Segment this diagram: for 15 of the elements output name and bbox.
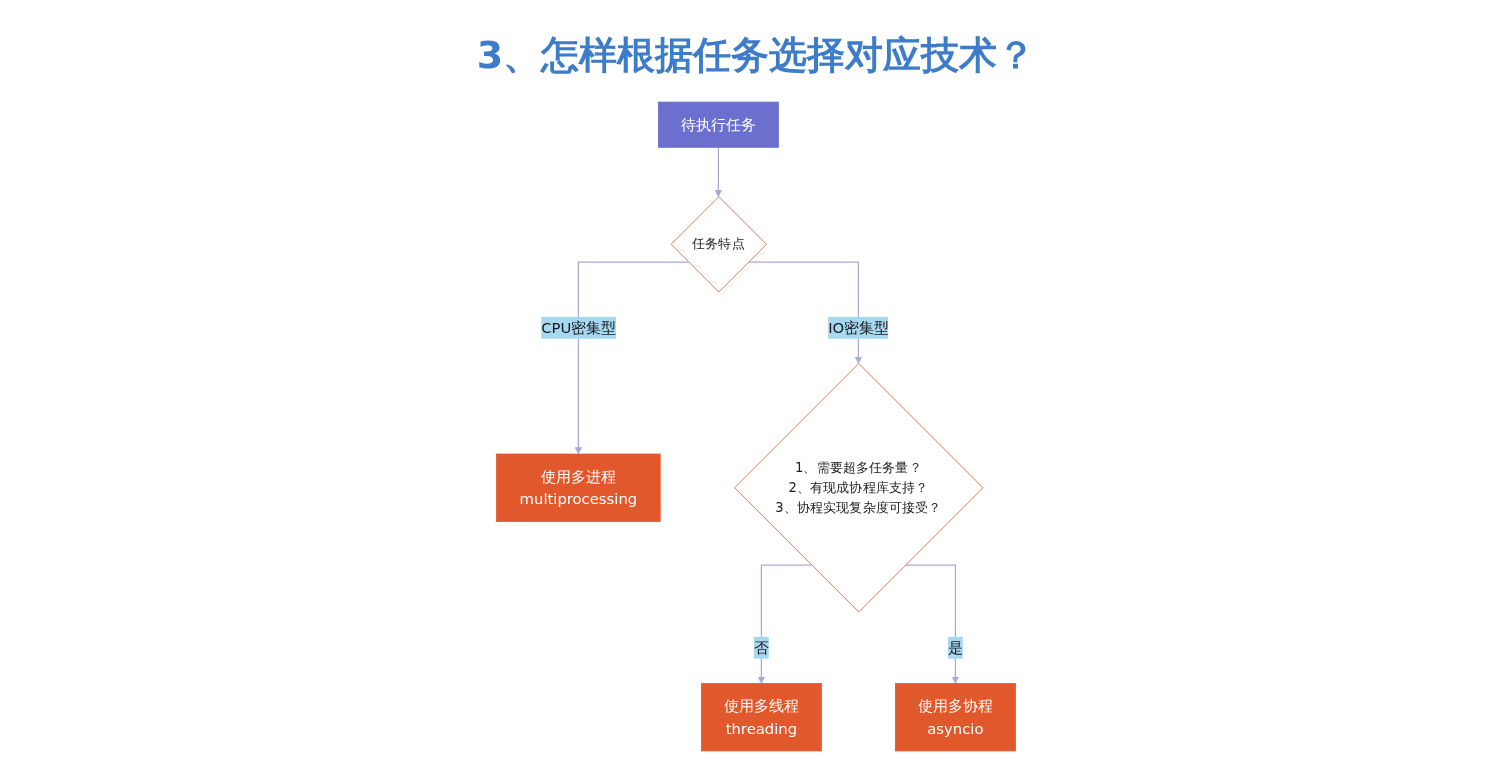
arrow <box>904 564 960 684</box>
edge-label: 否 <box>753 639 769 657</box>
arrow <box>574 261 690 455</box>
title: 3、怎样根据任务选择对应技术？ <box>476 32 1036 79</box>
node-box: 使用多线程 threading <box>700 683 822 752</box>
arrow <box>714 146 722 197</box>
node-diamond: 任务特点 <box>670 196 767 293</box>
node-box: 待执行任务 <box>657 101 779 148</box>
edge-label: IO密集型 <box>828 319 889 337</box>
node-diamond: 1、需要超多任务量？ 2、有现成协程库支持？ 3、协程实现复杂度可接受？ <box>734 363 984 613</box>
edge-label: CPU密集型 <box>541 319 616 337</box>
edge-label: 是 <box>948 639 963 657</box>
node-box: 使用多进程 multiprocessing <box>496 453 661 522</box>
arrow <box>757 564 813 684</box>
node-box: 使用多协程 asyncio <box>895 683 1016 752</box>
